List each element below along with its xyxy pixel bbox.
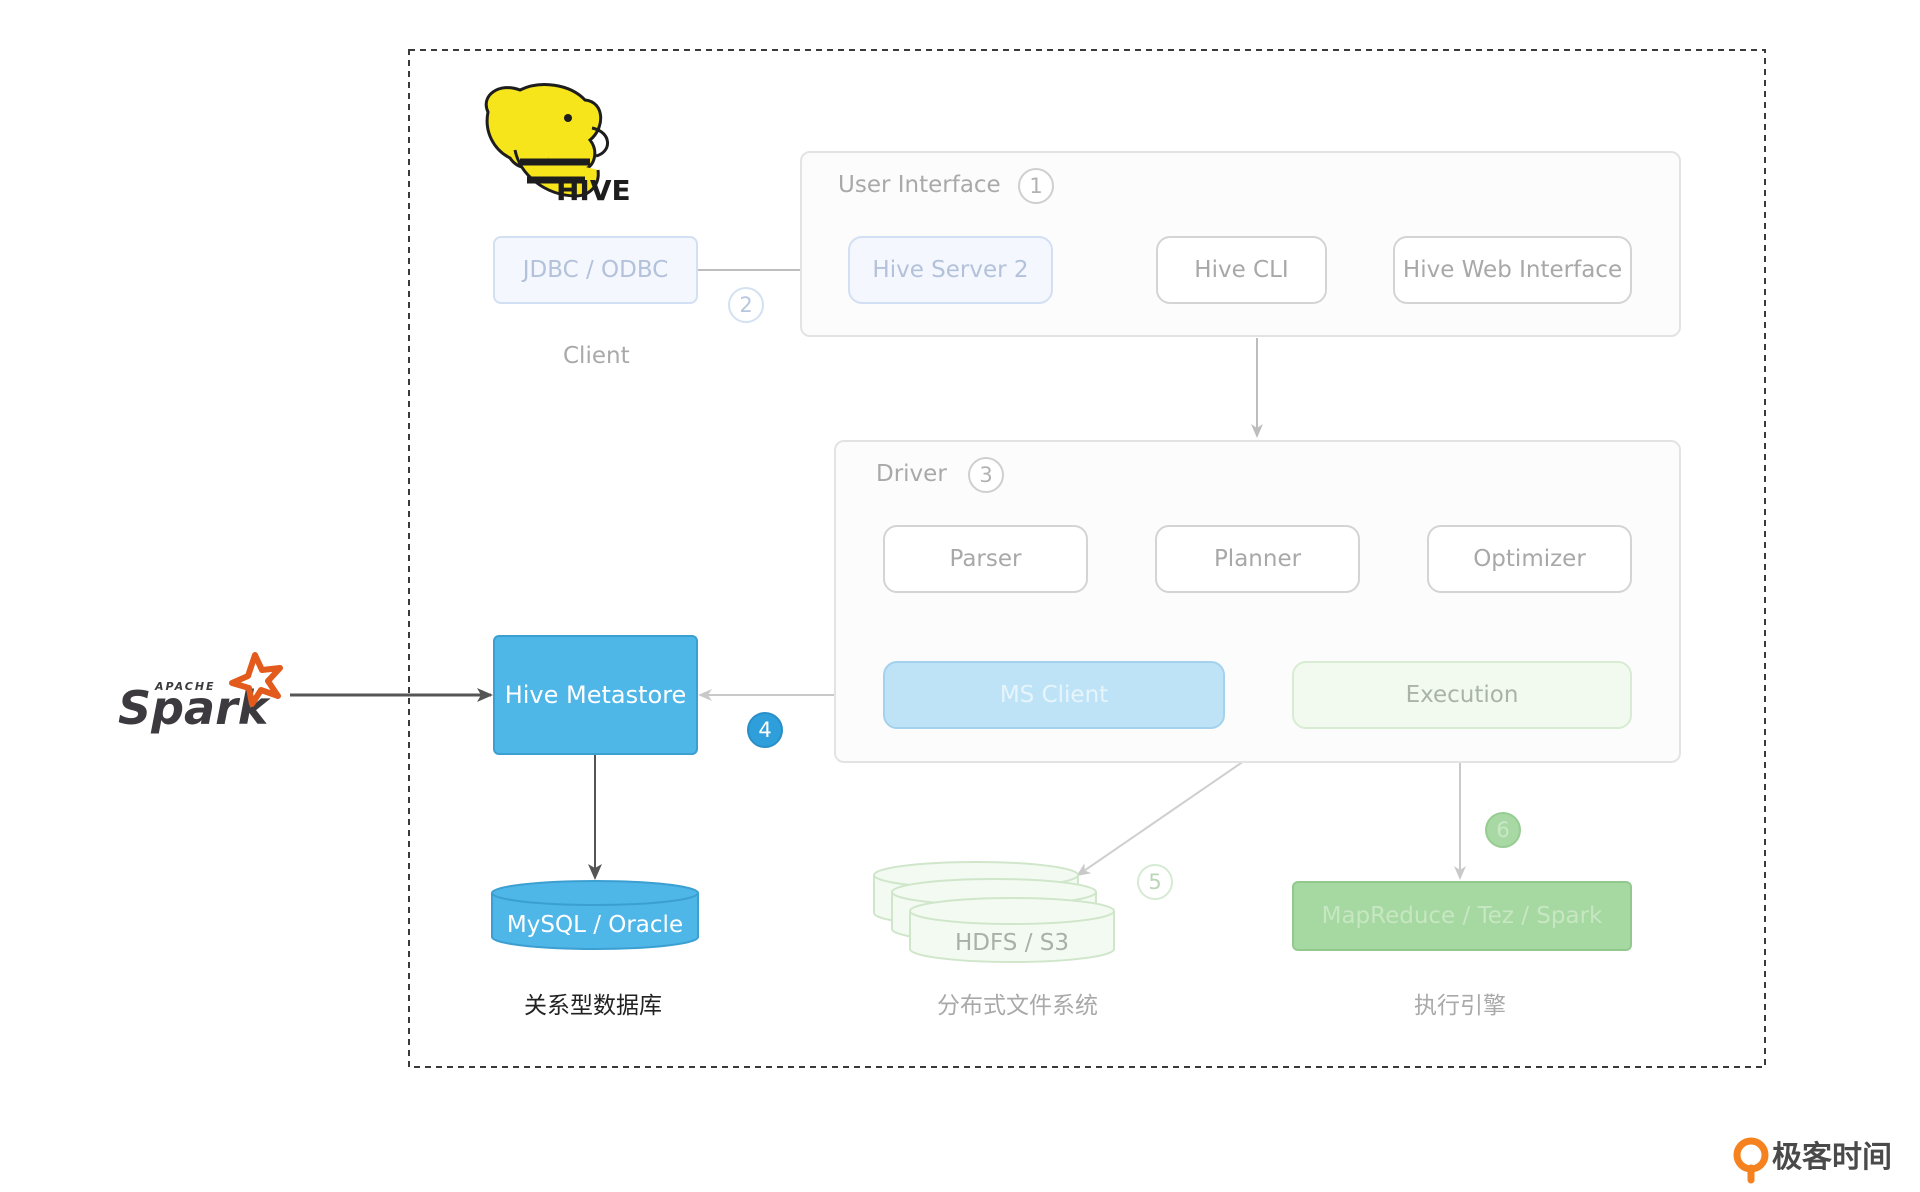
spark-star-icon (229, 652, 283, 707)
engine-box[interactable]: MapReduce / Tez / Spark (1292, 881, 1632, 951)
spark-logo: APACHE Spark (118, 652, 283, 735)
hive-metastore-box[interactable]: Hive Metastore (493, 635, 698, 755)
parser-box[interactable]: Parser (883, 525, 1088, 593)
client-caption: Client (563, 343, 630, 369)
hive-web-interface-box[interactable]: Hive Web Interface (1393, 236, 1632, 304)
engine-caption: 执行引擎 (1414, 993, 1506, 1019)
step-badge-2: 2 (728, 287, 764, 323)
hive-cli-box[interactable]: Hive CLI (1156, 236, 1327, 304)
database-cylinder (491, 880, 699, 950)
step-badge-1: 1 (1018, 168, 1054, 204)
hive-server-2-box[interactable]: Hive Server 2 (848, 236, 1053, 304)
step-badge-4: 4 (747, 712, 783, 748)
ms-client-box[interactable]: MS Client (883, 661, 1225, 729)
spark-logo-apache: APACHE (154, 680, 216, 693)
storage-cylinders (873, 861, 1115, 963)
driver-title: Driver (876, 461, 947, 487)
database-caption: 关系型数据库 (524, 993, 662, 1019)
planner-box[interactable]: Planner (1155, 525, 1360, 593)
step-badge-6: 6 (1485, 812, 1521, 848)
execution-box[interactable]: Execution (1292, 661, 1632, 729)
optimizer-box[interactable]: Optimizer (1427, 525, 1632, 593)
database-label: MySQL / Oracle (506, 912, 684, 938)
brand-name: 极客时间 (1772, 1140, 1892, 1175)
outer-dashed-frame (408, 49, 1766, 1068)
hive-logo-text: HIVE (556, 174, 631, 207)
storage-label: HDFS / S3 (954, 930, 1070, 956)
step-badge-3: 3 (968, 457, 1004, 493)
storage-caption: 分布式文件系统 (937, 993, 1098, 1019)
jdbc-odbc-box[interactable]: JDBC / ODBC (493, 236, 698, 304)
hive-logo: HIVE (484, 83, 631, 207)
step-badge-5: 5 (1137, 864, 1173, 900)
user-interface-title: User Interface (838, 172, 1001, 198)
brand-logo: 极客时间 (1733, 1137, 1892, 1184)
